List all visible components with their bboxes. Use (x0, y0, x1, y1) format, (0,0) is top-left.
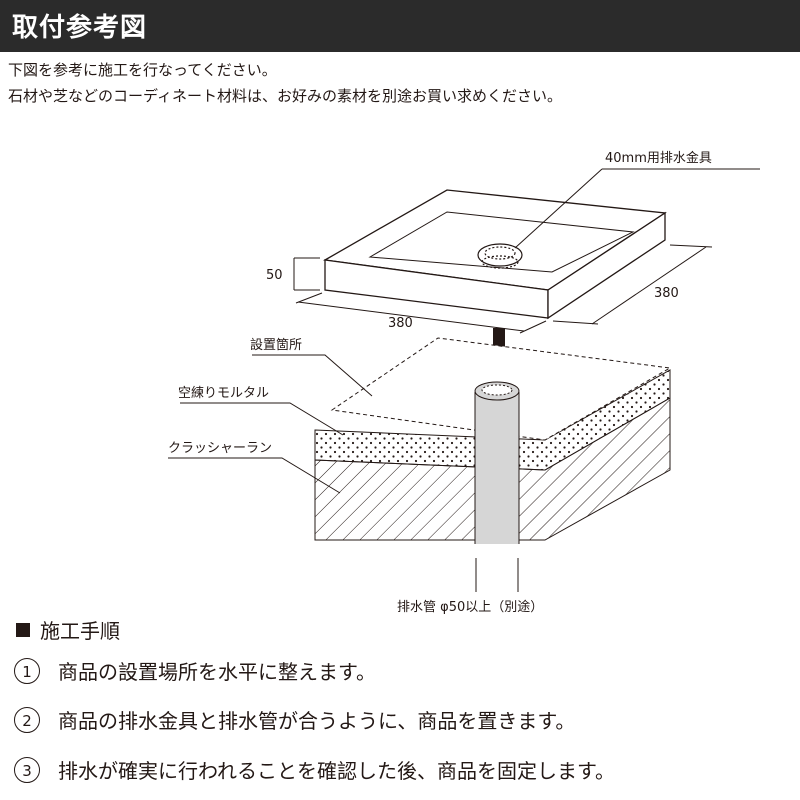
label-drain-fitting: 40mm用排水金具 (605, 150, 712, 166)
label-install-location: 設置箇所 (250, 337, 302, 353)
step-number-1: 1 (14, 657, 40, 684)
tray-right-face (547, 211, 666, 320)
step-2: 2 商品の排水金具と排水管が合うように、商品を置きます。 (14, 705, 575, 734)
label-dim-width: 380 (388, 316, 413, 331)
dimension-width (295, 292, 547, 334)
square-bullet-icon (16, 622, 30, 637)
dimension-pipe (475, 558, 519, 592)
label-dry-mortar: 空練りモルタル (178, 386, 269, 401)
drain-pipe (474, 381, 520, 544)
drain-fitting-icon (477, 243, 523, 269)
dimension-depth (552, 244, 713, 325)
step-number-2: 2 (14, 706, 40, 733)
label-drain-pipe: 排水管 φ50以上（別途） (397, 599, 543, 615)
dimension-height (293, 257, 320, 291)
step-text-2: 商品の排水金具と排水管が合うように、商品を置きます。 (58, 709, 576, 733)
label-crusher-run: クラッシャーラン (168, 441, 272, 456)
steps-heading: 施工手順 (16, 615, 120, 644)
page-title: 取付参考図 (12, 13, 148, 43)
drain-tray (323, 189, 667, 320)
steps-heading-text: 施工手順 (40, 619, 120, 643)
label-dim-height: 50 (266, 268, 283, 283)
intro-line-1: 下図を参考に施工を行なってください。 (8, 61, 277, 79)
step-number-3: 3 (14, 756, 40, 783)
step-text-3: 排水が確実に行われることを確認した後、商品を固定します。 (58, 759, 615, 783)
step-1: 1 商品の設置場所を水平に整えます。 (14, 656, 376, 685)
header-bar: 取付参考図 (0, 0, 800, 52)
intro-line-2: 石材や芝などのコーディネート材料は、お好みの素材を別途お買い求めください。 (8, 87, 562, 105)
step-text-1: 商品の設置場所を水平に整えます。 (58, 660, 376, 684)
label-dim-depth: 380 (654, 286, 679, 301)
step-3: 3 排水が確実に行われることを確認した後、商品を固定します。 (14, 755, 615, 784)
